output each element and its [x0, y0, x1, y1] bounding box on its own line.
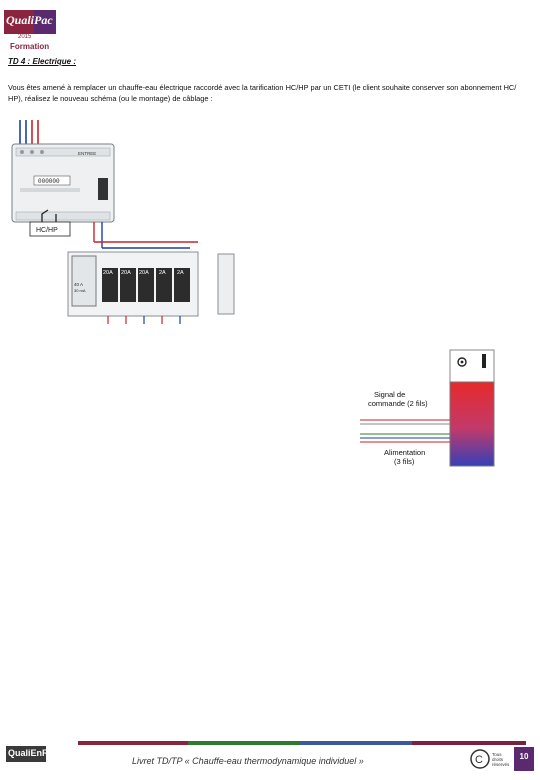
- logo-brand: QualiPac: [6, 13, 53, 27]
- meter-display: 000000: [38, 178, 60, 185]
- power-label: Alimentation(3 fils): [384, 448, 425, 466]
- relay-module: [217, 253, 235, 315]
- qualipac-logo: QualiPac 2015 Formation: [4, 8, 70, 52]
- cc-text: Tous droits réservés: [492, 752, 510, 767]
- breaker-rating-3: 20A: [139, 270, 149, 276]
- footer-color-bars: [78, 741, 526, 745]
- copyright-badge: C Tous droits réservés: [470, 748, 510, 775]
- breaker-rating-1: 20A: [103, 270, 113, 276]
- footer-title: Livret TD/TP « Chauffe-eau thermodynamiq…: [132, 756, 364, 766]
- copyright-icon: C: [470, 749, 490, 769]
- meter-header: ENTREE: [78, 151, 96, 156]
- breaker-row: 20A 20A 20A 2A 2A: [102, 268, 190, 302]
- main-breaker-rating2: 30 mA: [74, 288, 86, 293]
- section-heading: TD 4 : Electrique :: [8, 57, 77, 66]
- logo-year: 2015: [18, 34, 32, 40]
- footer-brand: QualiEnR: [8, 748, 49, 758]
- logo-subtitle: Formation: [10, 42, 50, 51]
- wiring-diagram: ENTREE 000000 SORTIE HC/HP 40 A 30 mA 20…: [11, 120, 235, 324]
- breaker-rating-4: 2A: [159, 270, 166, 276]
- intro-paragraph: Vous êtes amené à remplacer un chauffe-e…: [8, 83, 517, 103]
- breaker-rating-5: 2A: [177, 270, 184, 276]
- page-number: 10: [514, 747, 534, 771]
- hchp-label: HC/HP: [36, 227, 58, 234]
- svg-text:C: C: [475, 754, 483, 766]
- qualienr-logo: QualiEnR: [4, 738, 74, 774]
- breaker-rating-2: 20A: [121, 270, 131, 276]
- main-breaker-rating: 40 A: [74, 282, 83, 287]
